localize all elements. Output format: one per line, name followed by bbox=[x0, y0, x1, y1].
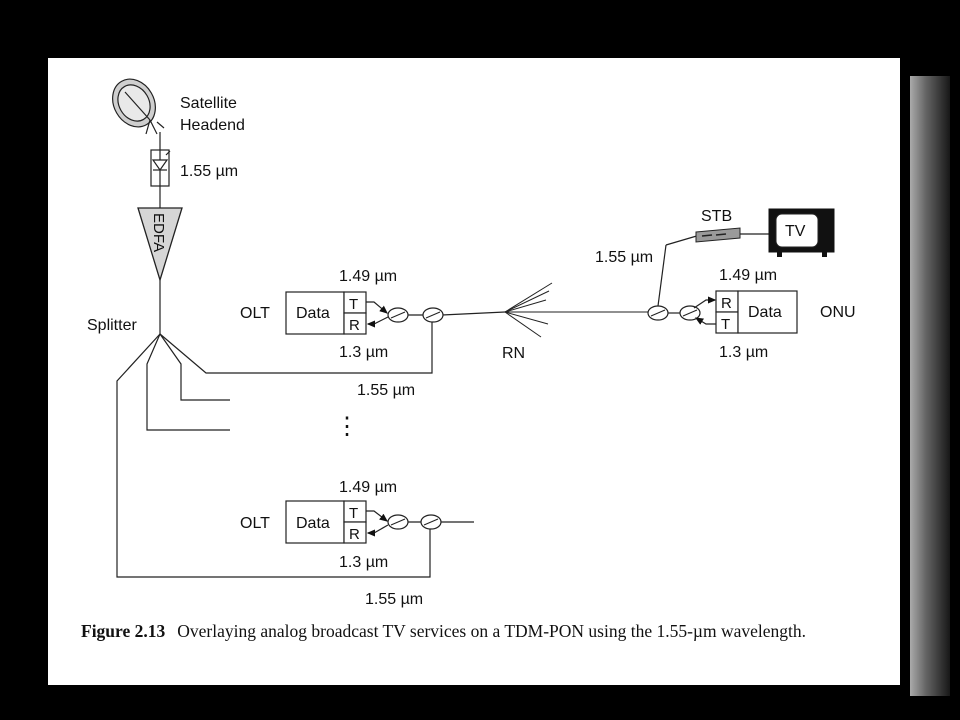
olt-bottom-data-label: Data bbox=[296, 515, 330, 532]
page-shadow bbox=[910, 76, 950, 696]
olt-top-wavelength-13: 1.3 µm bbox=[339, 344, 388, 361]
satellite-label-line1: Satellite bbox=[180, 95, 237, 112]
olt-top-data-box bbox=[285, 291, 345, 335]
olt-top: Data T R bbox=[285, 291, 367, 335]
olt-top-wavelength-149: 1.49 µm bbox=[339, 268, 397, 285]
remote-node-fanout bbox=[504, 282, 649, 338]
olt-bottom-wavelength-149: 1.49 µm bbox=[339, 479, 397, 496]
olt-bottom-data-box bbox=[285, 500, 345, 544]
olt-top-r-label: R bbox=[349, 317, 360, 334]
rn-label: RN bbox=[502, 345, 525, 362]
wavelength-label-detector: 1.55 µm bbox=[180, 163, 238, 180]
satellite-label-line2: Headend bbox=[180, 117, 245, 134]
edfa-amplifier bbox=[137, 207, 183, 283]
edfa-label: EDFA bbox=[150, 213, 167, 252]
onu-label: ONU bbox=[820, 304, 856, 321]
olt-bottom-label: OLT bbox=[240, 515, 270, 532]
splitter-branches bbox=[116, 315, 433, 578]
olt-top-label: OLT bbox=[240, 305, 270, 322]
figure-caption-text: Overlaying analog broadcast TV services … bbox=[177, 621, 807, 641]
set-top-box-icon bbox=[695, 227, 741, 243]
tv-icon bbox=[768, 208, 835, 257]
figure-number: Figure 2.13 bbox=[81, 621, 166, 641]
onu-data-box bbox=[737, 290, 798, 334]
onu-r-label: R bbox=[721, 295, 732, 312]
olt-bottom-t-label: T bbox=[349, 505, 358, 522]
figure-caption: Figure 2.13 Overlaying analog broadcast T… bbox=[81, 620, 876, 642]
olt-top-t-label: T bbox=[349, 296, 358, 313]
tv-label: TV bbox=[785, 223, 806, 240]
olt-bottom-wavelength-13: 1.3 µm bbox=[339, 554, 388, 571]
olt-top-data-label: Data bbox=[296, 305, 330, 322]
onu-t-label: T bbox=[721, 316, 730, 333]
onu-wavelength-13: 1.3 µm bbox=[719, 344, 768, 361]
stb-label: STB bbox=[701, 208, 732, 225]
olt-bottom-wavelength-155: 1.55 µm bbox=[365, 591, 423, 608]
figure-page bbox=[48, 58, 900, 685]
onu-unit: R T Data bbox=[715, 290, 798, 334]
diode-icon bbox=[151, 150, 171, 186]
onu-wavelength-149: 1.49 µm bbox=[719, 267, 777, 284]
onu-wavelength-155: 1.55 µm bbox=[595, 249, 653, 266]
satellite-dish-icon bbox=[112, 78, 165, 135]
more-olts-ellipsis: ⋮ bbox=[335, 413, 359, 440]
olt-bottom: Data T R bbox=[285, 500, 367, 544]
olt-top-wavelength-155: 1.55 µm bbox=[357, 382, 415, 399]
onu-data-label: Data bbox=[748, 304, 782, 321]
splitter-label: Splitter bbox=[87, 317, 137, 334]
olt-bottom-r-label: R bbox=[349, 526, 360, 543]
